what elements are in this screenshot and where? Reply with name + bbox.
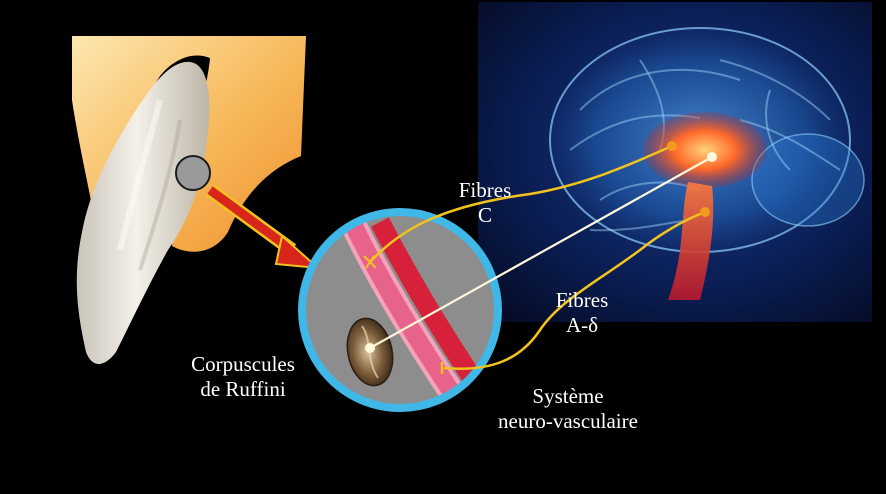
source-marker (175, 155, 211, 191)
label-fibres-c: Fibres C (440, 178, 530, 228)
label-systeme-line2: neuro-vasculaire (498, 409, 638, 433)
label-fibres-c-line2: C (477, 203, 492, 227)
label-systeme-neuro-vasculaire: Système neuro-vasculaire (468, 384, 668, 434)
label-systeme-line1: Système (532, 384, 604, 408)
tooth-image (76, 61, 210, 364)
label-fibres-a-delta-line1: Fibres (555, 288, 609, 312)
label-fibres-a-delta-line2: A-δ (565, 313, 599, 337)
brain-image (478, 2, 872, 322)
fiber-a-delta-path (440, 207, 710, 374)
label-fibres-c-line1: Fibres (458, 178, 512, 202)
label-fibres-a-delta: Fibres A-δ (532, 288, 632, 338)
bone-region (72, 36, 306, 252)
label-corpuscules-line1: Corpuscules (191, 352, 295, 376)
label-corpuscules-ruffini: Corpuscules de Ruffini (168, 352, 318, 402)
fiber-c-path (363, 141, 677, 269)
label-corpuscules-line2: de Ruffini (200, 377, 286, 401)
red-arrow (205, 184, 321, 270)
central-fiber-path (365, 152, 717, 353)
